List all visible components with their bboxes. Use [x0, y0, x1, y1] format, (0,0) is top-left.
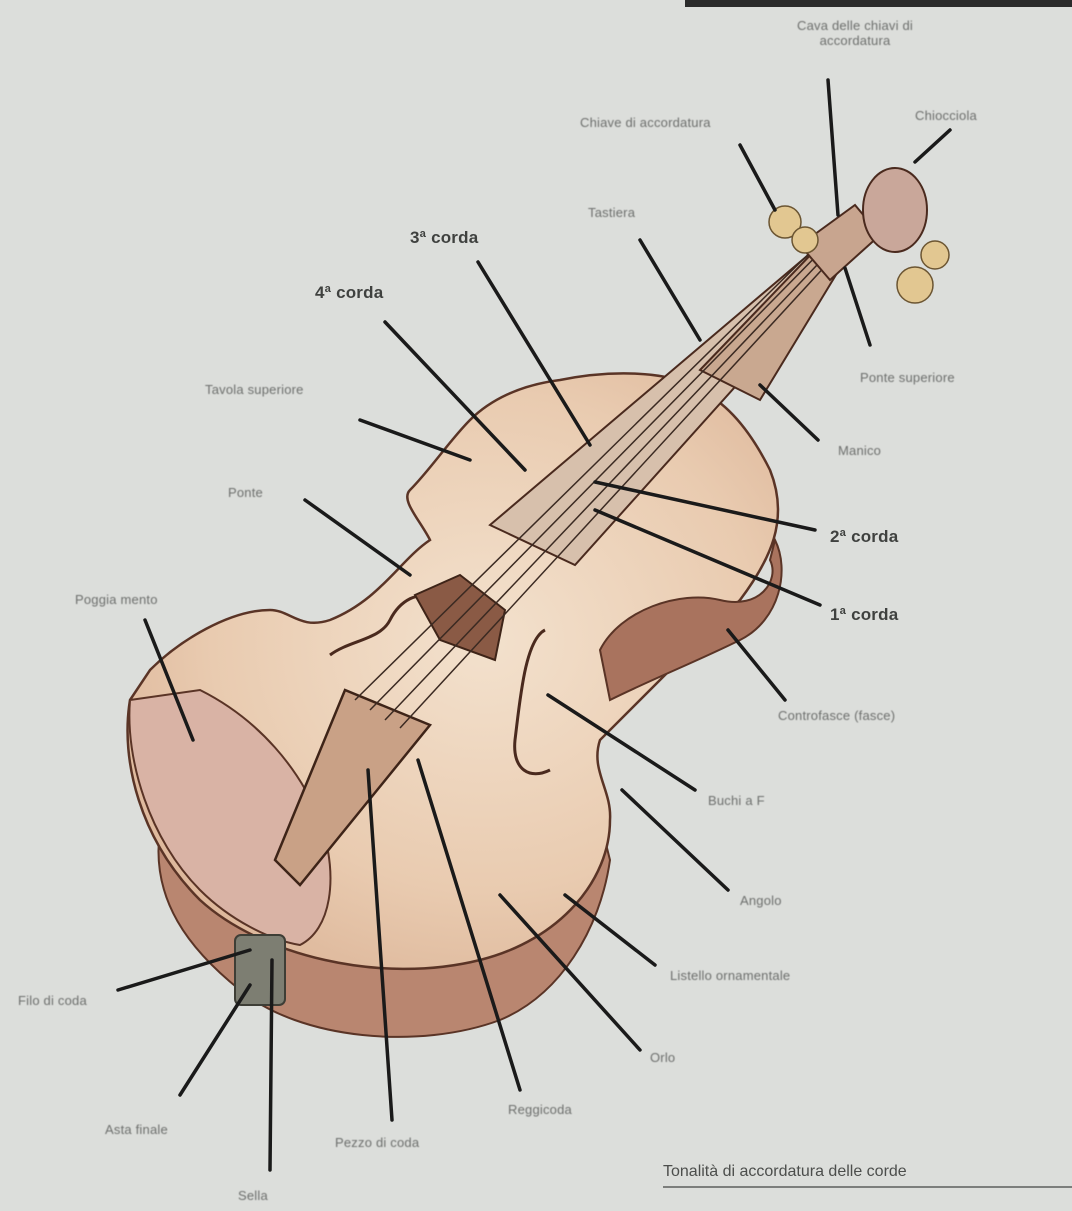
label-angolo: Angolo: [740, 893, 782, 908]
label-cassa-chiavi: Cava delle chiavi di accordatura: [760, 18, 950, 48]
label-sella: Sella: [238, 1188, 268, 1203]
label-corda2: 2ª corda: [830, 527, 898, 547]
label-cordiera-filo: Filo di coda: [18, 993, 87, 1008]
label-capotasto: Ponte superiore: [860, 370, 955, 385]
label-filetto: Listello ornamentale: [670, 968, 790, 983]
label-chiave: Chiave di accordatura: [580, 115, 711, 130]
peg-4: [921, 241, 949, 269]
label-buchi: Buchi a F: [708, 793, 765, 808]
peg-2: [792, 227, 818, 253]
peg-3: [897, 267, 933, 303]
label-corda3: 3ª corda: [410, 228, 478, 248]
label-ponte: Ponte: [228, 485, 263, 500]
label-chiocciola: Chiocciola: [915, 108, 977, 123]
label-pezzo-coda: Pezzo di coda: [335, 1135, 419, 1150]
label-tavola: Tavola superiore: [205, 382, 304, 397]
label-controfasce: Controfasce (fasce): [778, 708, 895, 723]
label-tastiera: Tastiera: [588, 205, 635, 220]
label-reggicoda: Reggicoda: [508, 1102, 572, 1117]
caption-rule: [663, 1186, 1072, 1188]
label-orlo: Orlo: [650, 1050, 675, 1065]
section-caption: Tonalità di accordatura delle corde: [663, 1163, 907, 1181]
label-corda1: 1ª corda: [830, 605, 898, 625]
label-asta: Asta finale: [105, 1122, 168, 1137]
label-poggiamento: Poggia mento: [75, 592, 158, 607]
label-manico: Manico: [838, 443, 881, 458]
scroll: [863, 168, 927, 252]
label-corda4: 4ª corda: [315, 283, 383, 303]
